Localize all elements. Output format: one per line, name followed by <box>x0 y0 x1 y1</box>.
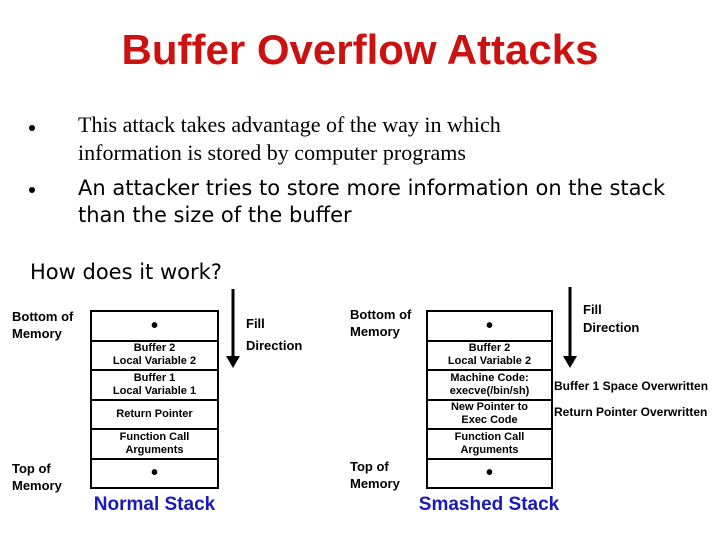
fill-direction-label: Fill Direction <box>583 302 640 335</box>
normal-stack-box: • Buffer 2 Local Variable 2 Buffer 1 Loc… <box>90 310 219 489</box>
smashed-stack-box: • Buffer 2 Local Variable 2 Machine Code… <box>426 310 553 489</box>
slide-title: Buffer Overflow Attacks <box>121 26 599 73</box>
stack-cell-buffer1: Buffer 1 Local Variable 1 <box>92 369 217 399</box>
stack-cell-function-call-args: Function Call Arguments <box>92 428 217 458</box>
stack-cell-ellipsis: • <box>485 314 493 337</box>
bullet-text-2: An attacker tries to store more informat… <box>78 176 666 227</box>
stack-cell-ellipsis: • <box>428 457 551 488</box>
bullet-text-1: This attack takes advantage of the way i… <box>78 112 501 165</box>
bottom-of-memory-label: Bottom of Memory <box>12 309 74 341</box>
fill-direction-arrow-icon <box>563 287 577 368</box>
top-of-memory-label: Top of Memory <box>350 459 400 491</box>
bottom-of-memory-label: Bottom of Memory <box>350 307 412 339</box>
fill-direction-arrow-icon <box>226 289 240 368</box>
arrow-head <box>226 356 240 368</box>
fill-direction-label: Fill Direction <box>246 316 303 353</box>
stack-cell-ellipsis: • <box>92 457 217 488</box>
normal-stack-caption: Normal Stack <box>93 494 216 515</box>
stack-cell-ellipsis: • <box>150 314 158 337</box>
stack-cell-new-pointer: New Pointer to Exec Code <box>428 398 551 429</box>
annotation-buffer1-overwritten: Buffer 1 Space Overwritten <box>554 379 709 393</box>
arrow-shaft <box>568 287 572 357</box>
smashed-stack-caption: Smashed Stack <box>418 494 560 515</box>
bullet-icon <box>29 187 35 193</box>
stack-cell-function-call-args: Function Call Arguments <box>428 428 551 458</box>
stack-cell-machine-code: Machine Code: execve(/bin/sh) <box>428 369 551 399</box>
arrow-shaft <box>231 289 235 357</box>
stack-cell-buffer2: Buffer 2 Local Variable 2 <box>428 339 551 370</box>
bullet-icon <box>29 125 35 131</box>
annotation-return-pointer-overwritten: Return Pointer Overwritten <box>554 405 708 419</box>
top-of-memory-label: Top of Memory <box>12 461 62 493</box>
section-heading: How does it work? <box>30 260 222 284</box>
stack-cell-return-pointer: Return Pointer <box>92 398 217 429</box>
stack-cell-buffer2: Buffer 2 Local Variable 2 <box>92 339 217 370</box>
arrow-head <box>563 356 577 368</box>
